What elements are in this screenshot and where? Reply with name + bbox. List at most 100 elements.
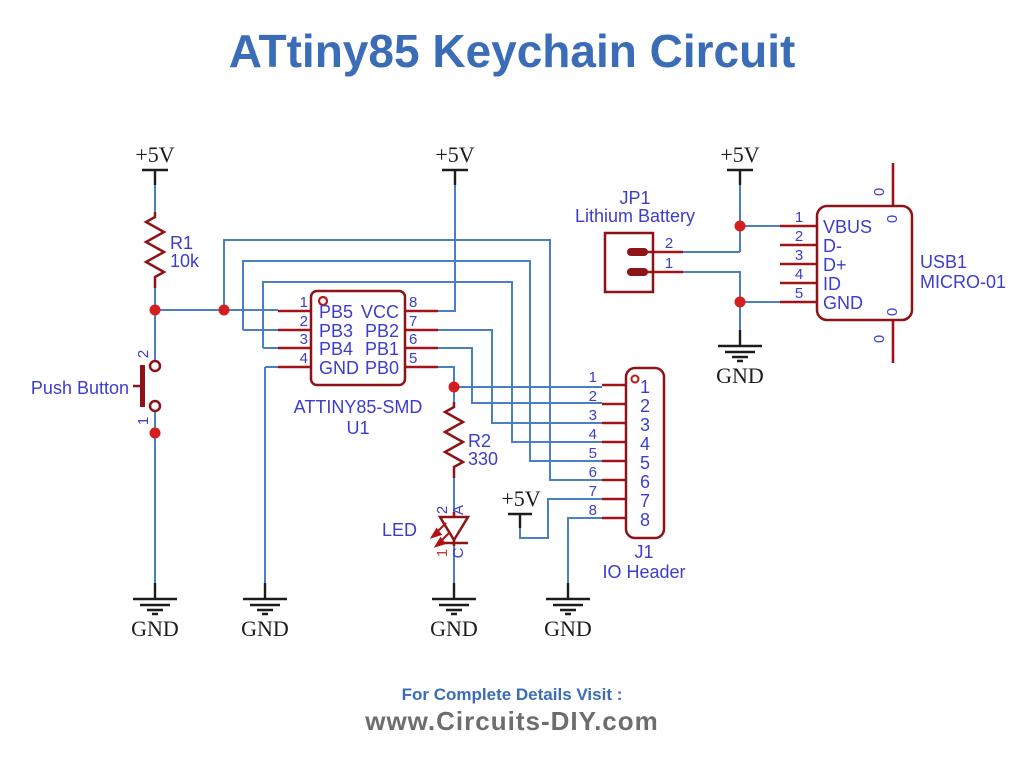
- j1-pin-num-in: 2: [640, 396, 650, 416]
- led-pin-anode-num: 2: [434, 506, 451, 514]
- wire-pb0-net: [438, 366, 602, 388]
- junction-dot: [734, 220, 746, 232]
- u1-left-stubs: [278, 309, 312, 369]
- usb1-pin-num: 3: [795, 247, 803, 264]
- push-button: 2 1 Push Button: [31, 350, 162, 425]
- usb1-pin-num: 2: [795, 228, 803, 245]
- gnd-label: GND: [241, 616, 289, 641]
- page-title: ATtiny85 Keychain Circuit: [228, 25, 796, 77]
- wire-5v-header7: [519, 498, 602, 539]
- gnd-symbol-usb: GND: [716, 330, 764, 388]
- usb1-mount-label: 0: [871, 188, 888, 196]
- jp1-pad-1: [627, 268, 648, 276]
- j1-pin-num-out: 3: [589, 407, 597, 424]
- resistor-r2: R2 330: [442, 402, 498, 478]
- wire-header8-gnd: [567, 517, 602, 583]
- wire-pb3-net: [242, 260, 602, 462]
- u1-pin-label: PB5: [319, 302, 353, 322]
- u1-pin-label: PB0: [365, 358, 399, 378]
- jp1-pin2-num: 2: [665, 235, 673, 252]
- j1-pin-num-out: 2: [589, 388, 597, 405]
- u1-pin-label: PB2: [365, 321, 399, 341]
- u1-pin-num: 5: [409, 350, 417, 367]
- wire-pb4-net: [262, 281, 602, 443]
- j1-pin-num-out: 1: [589, 369, 597, 386]
- junction-dot: [149, 427, 161, 439]
- connector-usb1: 1 2 3 4 5 VBUS D- D+ ID GND 0 0 0 0 USB1…: [795, 188, 1006, 343]
- u1-pin-label: PB1: [365, 339, 399, 359]
- led-light-arrows: [429, 522, 451, 548]
- junction-dot: [149, 304, 161, 316]
- led-pin-cathode-num: 1: [434, 549, 451, 557]
- footer-website: www.Circuits-DIY.com: [365, 706, 659, 736]
- j1-pin-num-in: 5: [640, 453, 650, 473]
- power-symbol-left: +5V: [135, 142, 175, 185]
- usb1-name: MICRO-01: [920, 272, 1006, 292]
- j1-pin-num-out: 8: [589, 502, 597, 519]
- r2-ref: R2: [468, 431, 491, 451]
- pin1-marker: [317, 295, 329, 307]
- u1-pin-num: 6: [409, 331, 417, 348]
- jp1-pin1-num: 1: [665, 255, 673, 272]
- junction-dots: [149, 220, 746, 439]
- j1-pin-num-in: 7: [640, 491, 650, 511]
- u1-pin-label: VCC: [361, 302, 399, 322]
- power-symbol-right: +5V: [720, 142, 760, 185]
- j1-pin-num-in: 4: [640, 434, 650, 454]
- gnd-label: GND: [544, 616, 592, 641]
- pin-stubs: [278, 163, 895, 520]
- j1-pin-num-in: 8: [640, 510, 650, 530]
- u1-pin-num: 3: [300, 331, 308, 348]
- u1-name: ATTINY85-SMD: [294, 397, 423, 417]
- wire-chip-gnd: [264, 366, 278, 583]
- push-button-pin1: 1: [135, 417, 152, 425]
- gnd-symbol-2: GND: [241, 583, 289, 641]
- junction-dot: [218, 304, 230, 316]
- j1-pin-num-out: 4: [589, 426, 597, 443]
- u1-pin-num: 4: [300, 350, 308, 367]
- jp1-ref: JP1: [619, 188, 650, 208]
- led: 2 A 1 C LED: [382, 505, 471, 558]
- usb1-pin-num: 5: [795, 285, 803, 302]
- junction-dot: [734, 296, 746, 308]
- gnd-label: GND: [430, 616, 478, 641]
- led-label: LED: [382, 520, 417, 540]
- u1-pin-num: 1: [300, 294, 308, 311]
- power-symbol-mid: +5V: [435, 142, 475, 185]
- j1-ref: J1: [634, 542, 653, 562]
- u1-pin-num: 7: [409, 313, 417, 330]
- footer-tagline: For Complete Details Visit :: [401, 685, 623, 704]
- push-button-label: Push Button: [31, 378, 129, 398]
- vcc-label: +5V: [501, 486, 540, 511]
- wire-pb1-net: [438, 347, 602, 404]
- wire-vcc-net: [438, 185, 456, 312]
- gnd-symbol-4: GND: [544, 583, 592, 641]
- usb1-pin-num: 4: [795, 266, 803, 283]
- gnd-symbol-3: GND: [430, 583, 478, 641]
- led-triangle: [437, 515, 471, 543]
- j1-name: IO Header: [602, 562, 685, 582]
- r1-ref: R1: [170, 233, 193, 253]
- u1-pin-num: 8: [409, 294, 417, 311]
- j1-pin-num-in: 3: [640, 415, 650, 435]
- u1-pin-label: GND: [319, 358, 359, 378]
- led-cathode-label: C: [450, 547, 467, 558]
- j1-pin-num-out: 6: [589, 464, 597, 481]
- u1-pin-label: PB3: [319, 321, 353, 341]
- u1-pin-num: 2: [300, 313, 308, 330]
- jp1-pad-2: [627, 248, 648, 256]
- usb1-pin-label: D+: [823, 255, 847, 275]
- header-j1: 1 2 3 4 5 6 7 8 1 2 3 4 5 6 7 8 J1 IO He…: [589, 366, 686, 582]
- usb1-ref: USB1: [920, 252, 967, 272]
- push-button-bar: [140, 365, 145, 407]
- usb1-stubs: [780, 224, 817, 304]
- vcc-label: +5V: [435, 142, 474, 167]
- u1-ref: U1: [346, 418, 369, 438]
- usb1-pin-label: VBUS: [823, 217, 872, 237]
- j1-stubs: [602, 383, 626, 520]
- led-anode-label: A: [450, 505, 467, 515]
- gnd-symbol-1: GND: [131, 583, 179, 641]
- r2-value: 330: [468, 449, 498, 469]
- chip-u1: 1 2 3 4 8 7 6 5 PB5 PB3 PB4 GND VCC PB2 …: [294, 289, 423, 438]
